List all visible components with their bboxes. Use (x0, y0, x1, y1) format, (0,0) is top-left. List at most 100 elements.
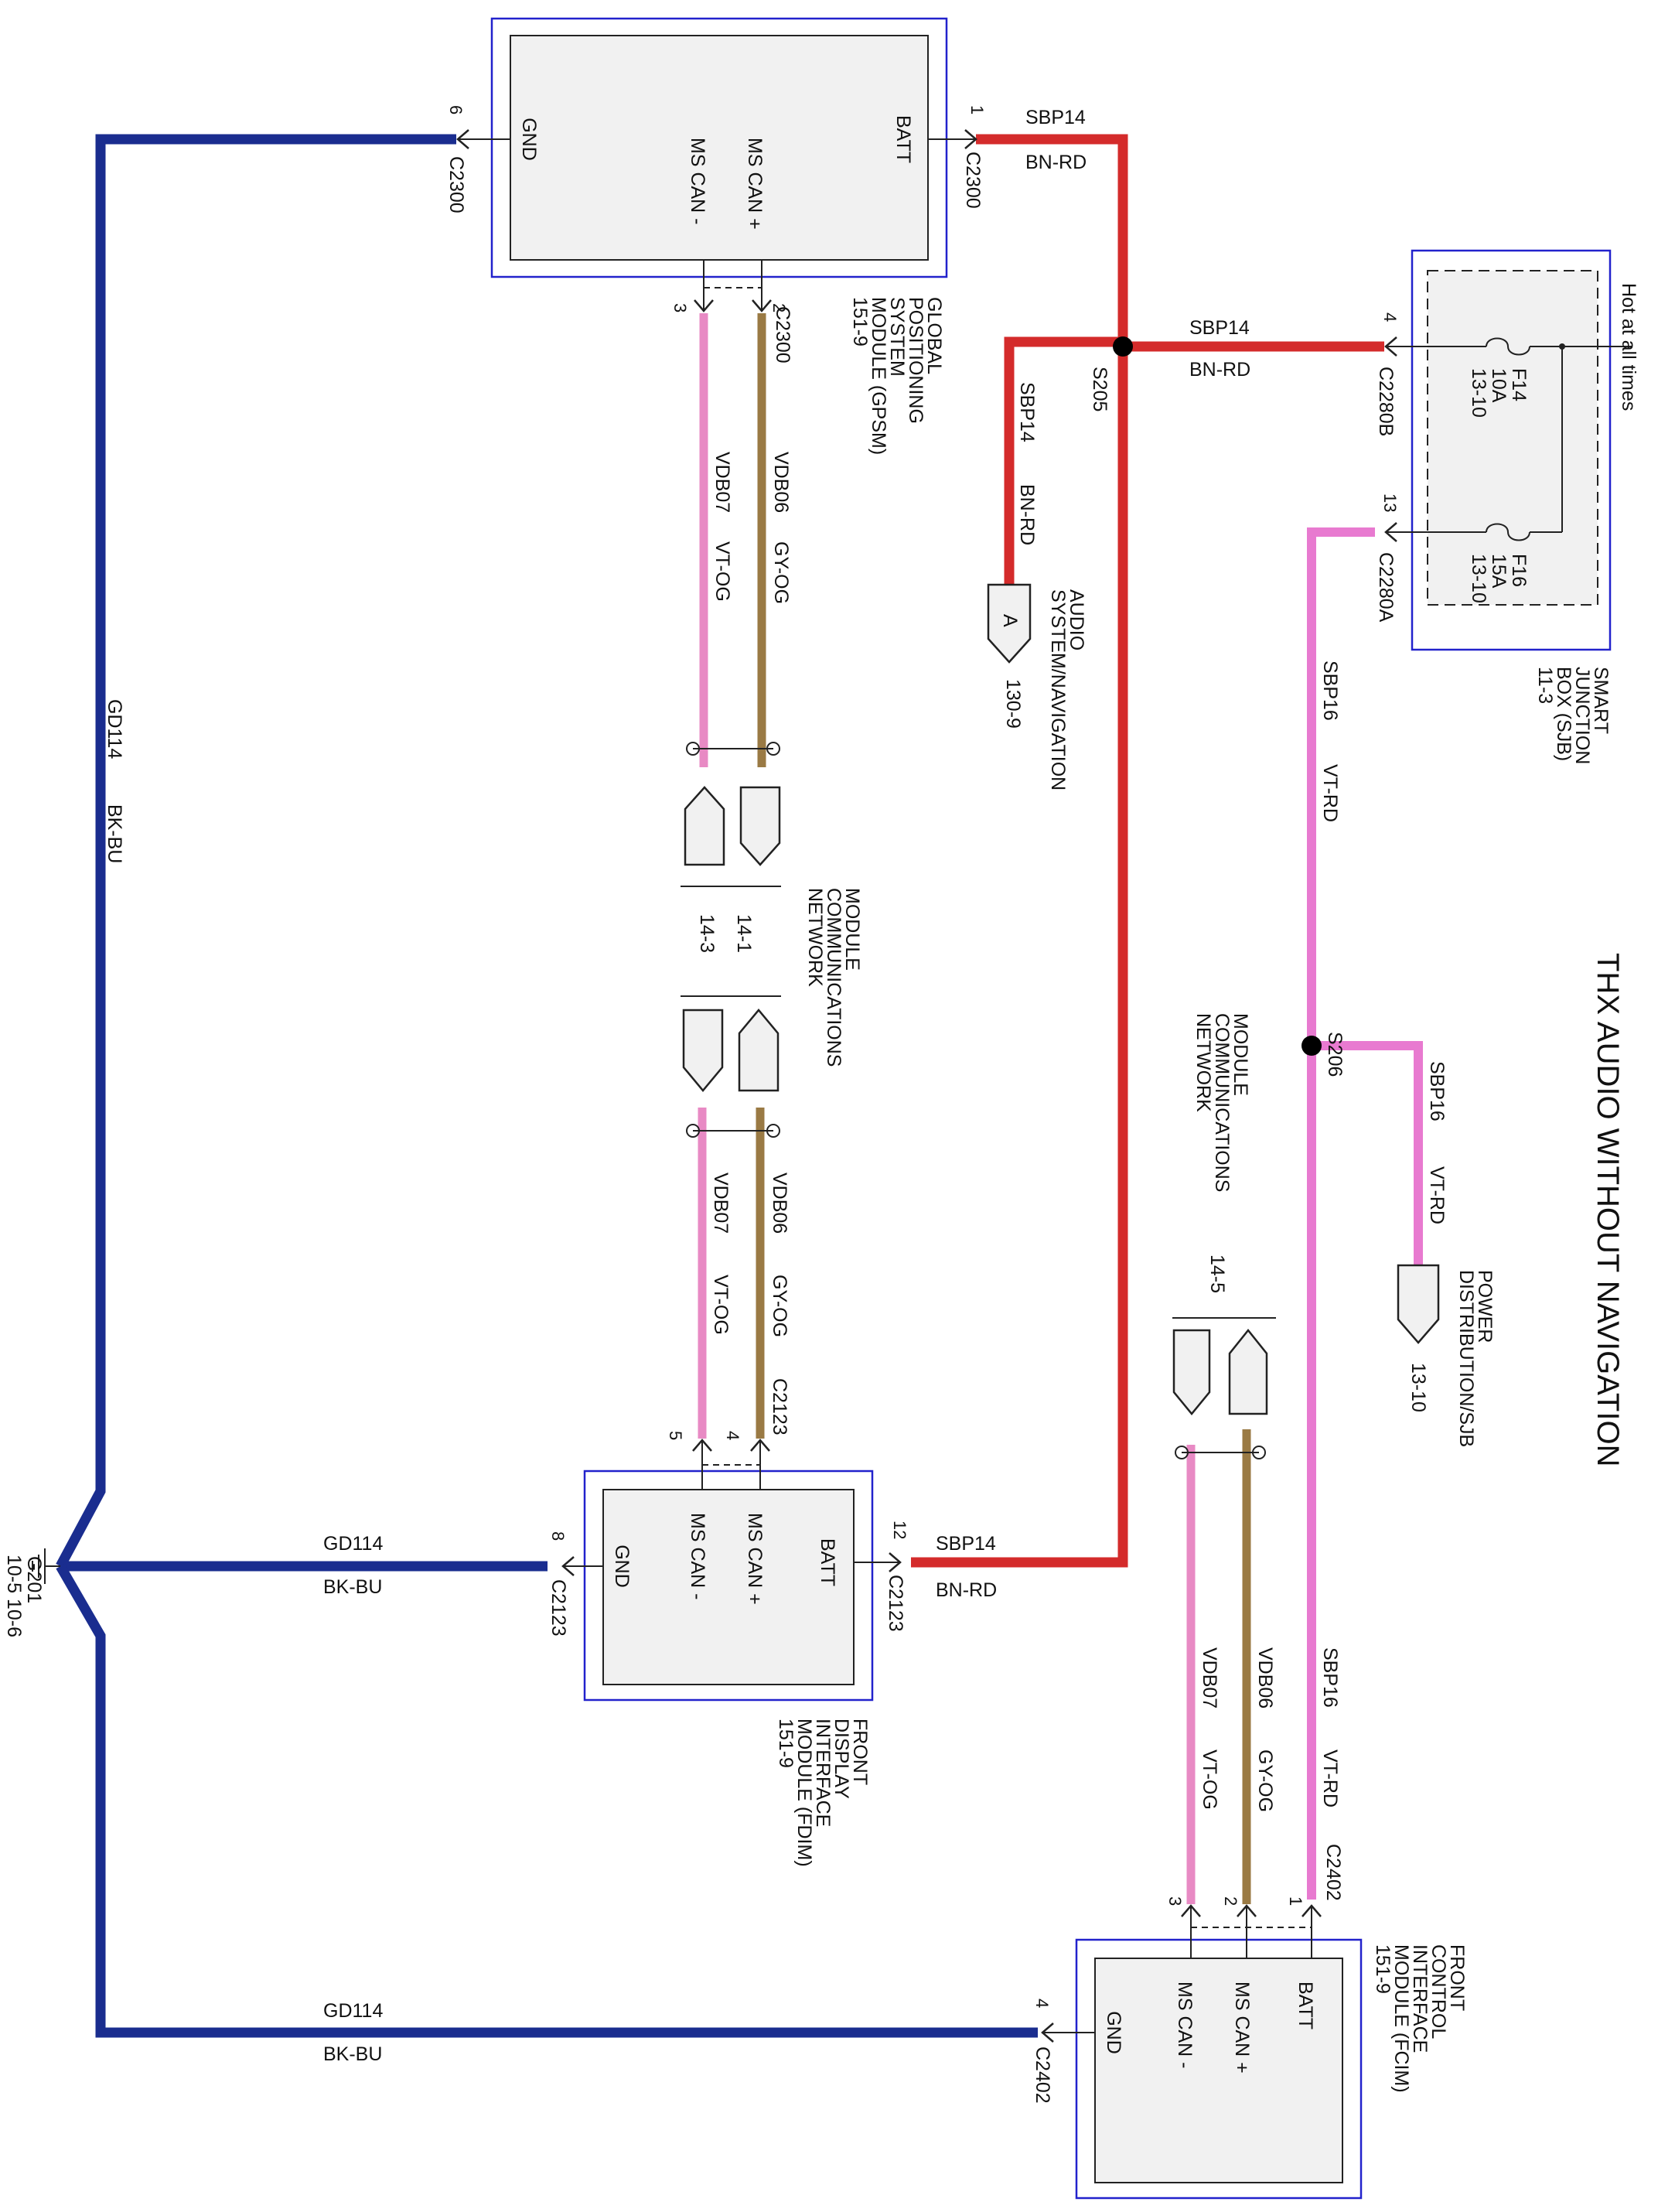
fdim-pin-gnd-label: GND (611, 1545, 633, 1588)
gpsm-canminus-pin: 3 (670, 303, 690, 312)
gpsm-name-2: POSITIONING (905, 297, 926, 424)
ground-name: G201 (23, 1556, 45, 1603)
ref-audio-header (987, 583, 1032, 664)
fdim-batt-pin: 12 (890, 1521, 909, 1539)
sjb-name-3: BOX (SJB) (1553, 667, 1574, 761)
wire-sbp16-branch (1312, 1041, 1423, 1267)
sjb-f14-rating: 10A (1488, 368, 1510, 403)
fcim-name-5: 151-9 (1372, 1944, 1394, 1994)
label-vdb07-fdim-color: VT-OG (710, 1275, 732, 1335)
module-sjb: Hot at all times F14 10A 13-10 F16 15A 1… (1375, 249, 1639, 764)
label-sbp16-top-color: VT-RD (1319, 764, 1341, 822)
label-vdb07-gpsm-name: VDB07 (711, 452, 733, 513)
wire-sbp14-main (911, 134, 1128, 1568)
diagram-title: THX AUDIO WITHOUT NAVIGATION (1591, 953, 1625, 1466)
gpsm-pin-canplus-label: MS CAN + (744, 138, 766, 230)
label-vdb07-fcim-color: VT-OG (1199, 1749, 1220, 1810)
label-sbp14-fdim-color: BN-RD (936, 1579, 997, 1601)
ref-mcn-line-1: MODULE (841, 888, 863, 971)
fdim-name-2: DISPLAY (831, 1719, 852, 1799)
fdim-name-1: FRONT (849, 1719, 871, 1785)
fdim-canplus-pin: 4 (723, 1431, 742, 1440)
label-sbp14-sjb-color: BN-RD (1189, 359, 1250, 381)
gpsm-inner-box (510, 35, 929, 261)
label-sbp14-audio-name: SBP14 (1016, 382, 1038, 442)
fdim-name-4: MODULE (FDIM) (793, 1719, 815, 1867)
sjb-inner-box (1427, 270, 1598, 606)
wires (56, 134, 1423, 2038)
ref-mcn2-line-3: NETWORK (1192, 1013, 1214, 1112)
label-gd114-fcim-name: GD114 (323, 2000, 383, 2022)
label-gd114-fdim-color: BK-BU (323, 1576, 382, 1598)
gpsm-can-connector: C2300 (772, 306, 793, 364)
label-gd114-fcim-color: BK-BU (323, 2043, 382, 2065)
label-vdb07-fcim-name: VDB07 (1199, 1647, 1220, 1708)
fdim-pin-batt-label: BATT (817, 1538, 838, 1586)
wire-gd114-fcim (56, 1563, 1038, 2038)
fcim-gnd-pin: 4 (1032, 1999, 1052, 2008)
ref-pd-header (1397, 1264, 1440, 1344)
sjb-f14-pin: 4 (1380, 312, 1400, 322)
ref-mcn-page-2: 14-3 (696, 914, 718, 953)
ref-audio-line-1: AUDIO (1066, 589, 1087, 650)
ref-mcn-line-2: COMMUNICATIONS (823, 888, 844, 1067)
ref-mcn-upper-canplus (739, 786, 781, 866)
label-gd114-fdim-name: GD114 (323, 1533, 383, 1555)
fcim-gnd-connector: C2402 (1032, 2046, 1053, 2104)
fdim-gnd-connector: C2123 (548, 1579, 569, 1637)
sjb-f14-ref: 13-10 (1468, 368, 1489, 418)
gpsm-name-4: MODULE (GPSM) (868, 297, 889, 455)
fdim-name-5: 151-9 (775, 1719, 797, 1768)
ref-pd-page: 13-10 (1407, 1363, 1429, 1412)
ref-mcn2-tie-l (1175, 1446, 1189, 1459)
label-s205: S205 (1089, 367, 1110, 411)
label-sbp14-sjb-name: SBP14 (1189, 317, 1250, 339)
fcim-name-1: FRONT (1446, 1944, 1468, 2011)
label-s206: S206 (1324, 1032, 1346, 1077)
ref-pd-line-1: POWER (1474, 1270, 1496, 1343)
wire-labels: SBP14 BN-RD SBP14 BN-RD S205 SBP14 BN-RD… (104, 107, 1448, 2065)
wire-sbp16-main (1307, 527, 1375, 1900)
ref-mcn-line-3: NETWORK (804, 888, 826, 987)
wire-sbp14-audio (1004, 336, 1123, 588)
ref-mcn2-line-1: MODULE (1230, 1013, 1251, 1096)
fcim-inner-box (1094, 1958, 1343, 2183)
gpsm-name-5: 151-9 (849, 297, 871, 346)
label-vdb06-fdim-color: GY-OG (769, 1275, 790, 1337)
fcim-pin-canplus-label: MS CAN + (1231, 1982, 1253, 2074)
sjb-hot-label: Hot at all times (1618, 283, 1639, 411)
fcim-pin-canminus-label: MS CAN - (1174, 1982, 1196, 2069)
sjb-f16-connector: C2280A (1375, 552, 1397, 623)
label-gd114-left-color: BK-BU (104, 804, 125, 863)
splice-s205 (1113, 336, 1133, 357)
sjb-f16-ref: 13-10 (1468, 554, 1489, 603)
gpsm-canplus-pin: 2 (769, 303, 789, 312)
splices (1113, 336, 1322, 1056)
ref-mcn-page-1: 14-1 (733, 914, 755, 953)
sjb-name-1: SMART (1590, 667, 1612, 734)
label-sbp16-fcim-name: SBP16 (1319, 1647, 1341, 1708)
fcim-pin-batt-label: BATT (1295, 1982, 1316, 2029)
sjb-f14-fuse (1486, 337, 1530, 356)
module-gpsm: BATT GND MS CAN + MS CAN - 1 C2300 6 C23… (445, 17, 987, 455)
fdim-name-3: INTERFACE (812, 1719, 834, 1827)
gpsm-pin-canminus-label: MS CAN - (687, 138, 708, 225)
label-vdb06-gpsm-name: VDB06 (770, 452, 792, 513)
sjb-f16-pin: 13 (1380, 493, 1400, 512)
fcim-can-connector: C2402 (1322, 1844, 1344, 1901)
ref-mcn-lower-canplus (738, 1009, 780, 1092)
fcim-name-3: INTERFACE (1409, 1944, 1431, 2053)
fcim-canplus-pin: 2 (1221, 1896, 1240, 1906)
ref-mcn-lower-tie-l (686, 1124, 700, 1138)
ref-audio-page: 130-9 (1002, 679, 1024, 729)
ref-mcn-lower-canminus (682, 1009, 724, 1092)
ground-g201: G201 10-5 10-6 (3, 1548, 60, 1637)
sjb-f14-connector: C2280B (1375, 367, 1397, 436)
module-fdim: BATT GND MS CAN + MS CAN - 12 C2123 8 C2… (548, 1378, 909, 1867)
gpsm-gnd-connector: C2300 (445, 156, 467, 213)
ref-mcn-lower-tie-r (766, 1124, 780, 1138)
label-sbp14-top-color: BN-RD (1025, 152, 1087, 173)
fcim-name-2: CONTROL (1428, 1944, 1449, 2039)
sjb-f14-name: F14 (1508, 368, 1530, 401)
